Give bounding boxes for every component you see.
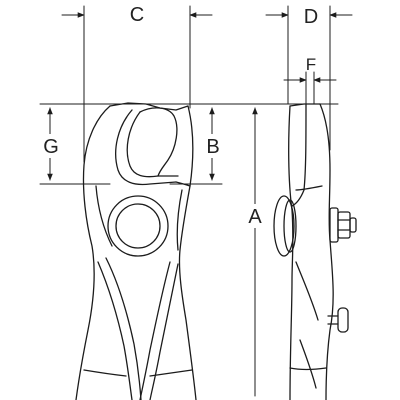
side-jaw-split (291, 103, 307, 207)
label-f: F (306, 55, 316, 74)
label-c: C (130, 4, 144, 26)
label-b: B (206, 136, 219, 158)
front-cutting-edge-left-inner (126, 111, 179, 178)
front-handle-left (97, 261, 133, 400)
front-blade-divider (175, 181, 191, 187)
side-pivot-disc (273, 195, 295, 257)
front-view-plier (75, 102, 197, 400)
front-cutting-edge-left (115, 109, 177, 186)
side-handle-contour (295, 261, 319, 389)
side-jaw-inner-line (295, 185, 323, 191)
side-body-right (319, 103, 334, 400)
label-a: A (248, 206, 262, 228)
front-handle-left-inner (105, 257, 142, 400)
front-pivot-outer (107, 195, 169, 257)
side-pivot-disc-inner (283, 199, 297, 253)
side-body-left (288, 105, 294, 400)
front-handle-right (139, 261, 171, 400)
label-masks (40, 134, 267, 228)
side-bolt-end (349, 217, 357, 233)
front-handle-grip-line (83, 369, 193, 377)
side-nut (337, 211, 351, 239)
side-nut-washer (329, 207, 339, 243)
side-handle-grip-line (289, 367, 327, 371)
front-jaw-outline (75, 105, 197, 400)
front-pivot-inner (115, 203, 161, 249)
side-nut-lines (337, 219, 351, 231)
front-handle-right-inner (149, 263, 179, 400)
side-spring-stem (327, 315, 339, 325)
side-spring-button (337, 307, 349, 333)
dimension-lines (39, 5, 353, 397)
label-g: G (43, 136, 59, 158)
side-view-plier (273, 103, 357, 400)
label-d: D (304, 6, 318, 28)
front-body-contour (95, 185, 183, 251)
front-cutting-edge-right (139, 107, 178, 177)
